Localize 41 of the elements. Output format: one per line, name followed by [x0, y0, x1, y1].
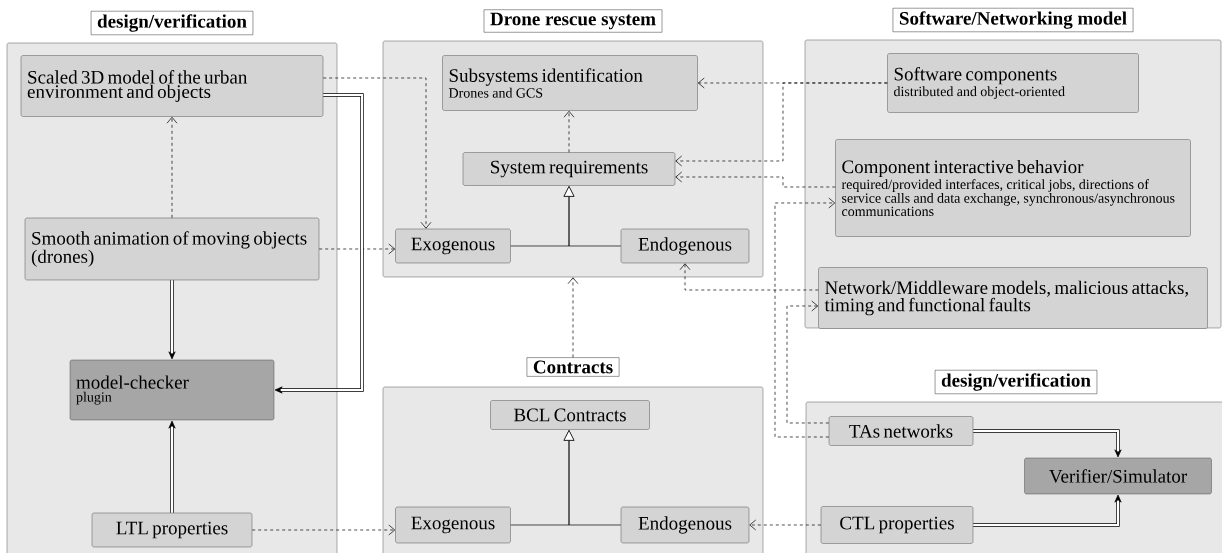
process-box: Exogenous	[395, 228, 511, 264]
heading-box: Contracts	[526, 357, 620, 377]
process-box: Component interactive behavior required/provided interfaces, critical jobs, directions of service calls and data exchange, synchronous/asynchronous communications	[835, 139, 1191, 237]
arrow	[168, 420, 176, 514]
arrow	[563, 110, 575, 153]
arrow	[567, 277, 579, 358]
process-box: CTL properties	[820, 506, 974, 544]
process-box: BCL Contracts	[490, 400, 650, 430]
heading-box: design/verification	[934, 370, 1098, 394]
arrow	[318, 243, 396, 255]
arrow	[774, 197, 836, 438]
arrow	[563, 186, 622, 247]
process-box: Network/Middleware models, malicious attacks, timing and functional faults	[818, 267, 1208, 329]
arrow	[274, 93, 364, 394]
arrow	[675, 171, 836, 188]
heading-box: Software/Networking model	[892, 8, 1134, 32]
process-box: Exogenous	[395, 506, 511, 544]
process-box: LTL properties	[91, 512, 253, 548]
arrow	[675, 82, 888, 167]
process-box: TAs networks	[828, 416, 974, 446]
arrow	[251, 524, 396, 536]
process-box: Smooth animation of moving objects (drones)	[24, 217, 320, 281]
arrow	[749, 519, 822, 531]
arrow	[972, 494, 1122, 527]
process-box: Scaled 3D model of the urban environment and objects	[20, 55, 324, 117]
arrow	[786, 300, 830, 424]
process-box: Verifier/Simulator	[1024, 457, 1212, 495]
heading-box: Drone rescue system	[483, 9, 663, 33]
process-box: Subsystems identification Drones and GCS	[442, 55, 698, 111]
process-box: System requirements	[462, 152, 676, 186]
arrow	[972, 429, 1122, 458]
arrow	[322, 77, 432, 229]
arrow	[166, 116, 178, 219]
process-box: Endogenous	[620, 506, 750, 544]
process-box: Endogenous	[620, 228, 750, 264]
heading-box: design/verification	[90, 11, 254, 35]
process-box: Software components distributed and object-oriented	[887, 53, 1139, 113]
arrow	[679, 263, 819, 291]
arrow	[168, 279, 176, 360]
process-box: model-checker plugin	[69, 359, 275, 421]
arrow	[563, 430, 622, 526]
